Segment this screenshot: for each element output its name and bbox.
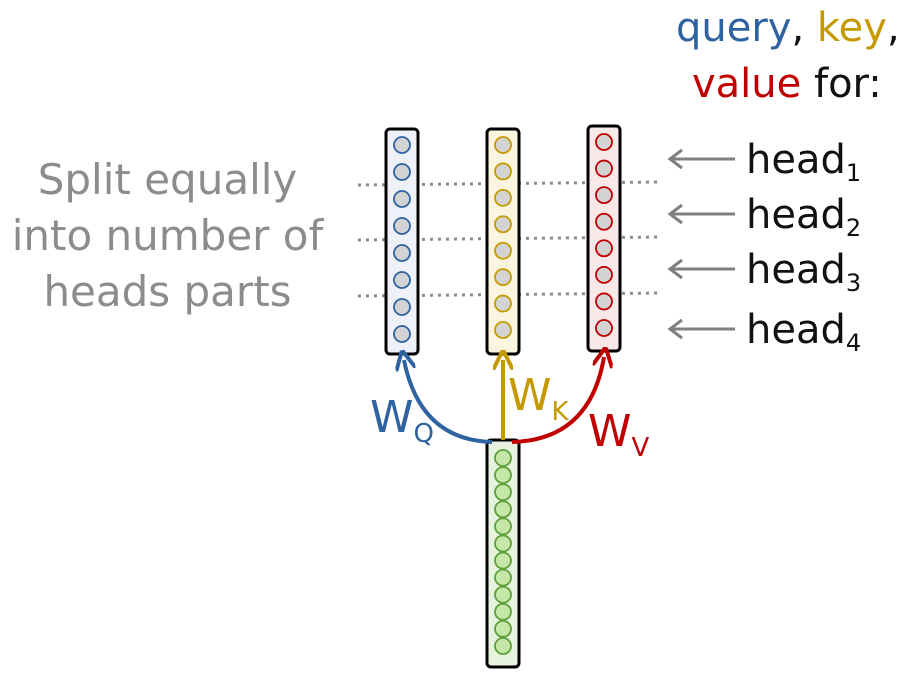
weight-label-k: WK <box>508 374 569 427</box>
input-cell <box>494 551 512 570</box>
title-line-1: query, key, <box>676 8 900 48</box>
head-label-3-base: head <box>746 247 846 293</box>
head-label-3-sub: 3 <box>845 269 862 297</box>
key-cell <box>494 268 512 287</box>
value-cell <box>595 239 613 258</box>
input-cell <box>494 568 512 587</box>
input-cell <box>494 534 512 553</box>
input-cell <box>494 500 512 519</box>
query-cell <box>393 325 411 343</box>
head-label-4-base: head <box>746 307 846 353</box>
title-sep-1: , <box>791 5 817 51</box>
value-cell <box>595 212 613 231</box>
query-vector <box>384 127 420 356</box>
input-cell <box>494 449 512 467</box>
head-label-1-sub: 1 <box>845 159 862 187</box>
head-1-arrow <box>667 148 735 170</box>
input-cell <box>494 620 512 638</box>
key-cell <box>494 188 512 207</box>
query-cell <box>393 244 411 262</box>
key-cell <box>494 241 512 260</box>
weight-k-base: W <box>508 370 552 421</box>
query-projection-arrow <box>404 360 493 444</box>
title-line-2: value for: <box>692 64 882 104</box>
split-explanation: Split equally into number of heads parts <box>0 152 335 320</box>
key-cell <box>494 294 512 313</box>
input-cell <box>494 466 512 484</box>
head-3-arrow <box>667 258 735 280</box>
input-cell <box>494 483 512 502</box>
key-cell <box>494 321 512 339</box>
weight-label-q: WQ <box>370 396 434 449</box>
head-label-3: head3 <box>746 250 861 295</box>
value-cell <box>595 186 613 205</box>
head-label-2: head2 <box>746 195 861 240</box>
query-cell <box>393 190 411 208</box>
value-cell <box>595 133 613 151</box>
value-cell <box>595 159 613 178</box>
query-cell <box>393 271 411 289</box>
weight-v-base: W <box>588 406 632 457</box>
title-for: for: <box>801 61 882 107</box>
title-key: key <box>816 5 887 51</box>
input-cell <box>494 517 512 536</box>
head-arrows <box>667 148 735 340</box>
value-cell <box>595 292 613 311</box>
head-label-1: head1 <box>746 140 861 185</box>
weight-q-base: W <box>370 392 414 443</box>
title-value: value <box>692 61 802 107</box>
key-cell <box>494 215 512 234</box>
head-label-1-base: head <box>746 137 846 183</box>
value-cell <box>595 319 613 337</box>
head-label-4-sub: 4 <box>845 329 862 357</box>
input-vector <box>485 438 521 669</box>
input-cell <box>494 602 512 621</box>
key-vector <box>485 127 521 356</box>
weight-v-sub: V <box>631 433 650 463</box>
split-line-2: into number of <box>11 211 324 260</box>
query-cell <box>393 163 411 181</box>
key-cell <box>494 162 512 181</box>
head-label-2-base: head <box>746 192 846 238</box>
weight-k-sub: K <box>551 397 569 427</box>
query-cell <box>393 298 411 316</box>
title-query: query <box>676 5 792 51</box>
weight-q-sub: Q <box>413 419 434 449</box>
value-cell <box>595 265 613 284</box>
title-sep-2: , <box>886 5 900 51</box>
split-line-1: Split equally <box>37 155 298 204</box>
weight-label-v: WV <box>588 410 650 463</box>
query-cell <box>393 136 411 154</box>
split-line-3: heads parts <box>43 267 292 316</box>
query-cell <box>393 217 411 235</box>
head-label-4: head4 <box>746 310 861 355</box>
head-4-arrow <box>667 318 735 340</box>
value-projection-arrow <box>511 357 604 444</box>
head-2-arrow <box>667 203 735 225</box>
key-cell <box>494 136 512 154</box>
input-cell <box>494 585 512 604</box>
head-label-2-sub: 2 <box>845 214 862 242</box>
input-cell <box>494 637 512 655</box>
value-vector <box>586 124 622 353</box>
